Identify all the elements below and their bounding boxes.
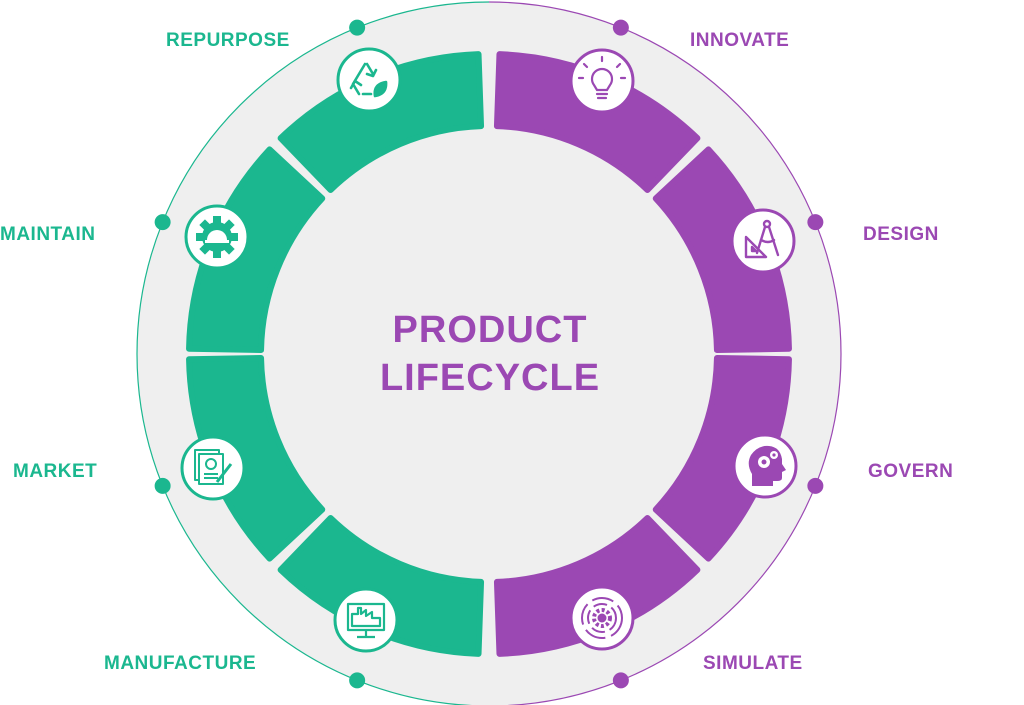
badge-govern[interactable]: [732, 433, 798, 499]
segment-maintain[interactable]: [186, 146, 326, 354]
outer-disc: [137, 2, 841, 705]
segment-manufacture[interactable]: [277, 515, 485, 657]
factory-monitor-icon: [346, 602, 386, 639]
segment-innovate[interactable]: [493, 51, 701, 193]
lightbulb-icon: [577, 55, 627, 100]
title-line-2: LIFECYCLE: [379, 357, 601, 399]
head-gears-icon: [748, 445, 786, 486]
outer-ring-purple: [488, 1, 842, 705]
badge-market[interactable]: [180, 435, 246, 501]
label-maintain: MAINTAIN: [0, 224, 96, 245]
dot-market: [154, 477, 171, 494]
outer-dots: [154, 19, 824, 689]
dot-simulate: [612, 672, 629, 689]
badge-manufacture[interactable]: [333, 587, 399, 653]
dot-innovate: [612, 19, 629, 36]
dot-repurpose: [349, 19, 366, 36]
badge-maintain[interactable]: [184, 204, 250, 270]
segment-govern[interactable]: [652, 354, 792, 562]
segment-market[interactable]: [186, 354, 326, 562]
dot-govern: [807, 477, 824, 494]
gear-helmet-icon: [196, 216, 238, 258]
badge-innovate[interactable]: [569, 48, 635, 114]
label-simulate: SIMULATE: [703, 653, 803, 674]
recycle-icon: [349, 62, 388, 98]
label-govern: GOVERN: [868, 461, 954, 482]
label-design: DESIGN: [863, 224, 939, 245]
segment-repurpose[interactable]: [277, 51, 485, 193]
dot-manufacture: [349, 672, 366, 689]
outer-ring-green: [136, 1, 490, 705]
badge-design[interactable]: [730, 208, 796, 274]
label-market: MARKET: [13, 461, 98, 482]
gear-circles-icon: [581, 597, 623, 639]
title-line-1: PRODUCT: [392, 309, 588, 351]
documents-pen-icon: [194, 449, 233, 485]
drafting-tools-icon: [744, 219, 780, 259]
label-innovate: INNOVATE: [690, 30, 790, 51]
center-title: PRODUCT LIFECYCLE: [340, 306, 640, 402]
badge-repurpose[interactable]: [336, 47, 402, 113]
label-repurpose: REPURPOSE: [166, 30, 290, 51]
segment-design[interactable]: [652, 146, 792, 354]
badge-simulate[interactable]: [569, 585, 635, 651]
dot-design: [807, 214, 824, 231]
label-manufacture: MANUFACTURE: [104, 653, 257, 674]
dot-maintain: [154, 214, 171, 231]
